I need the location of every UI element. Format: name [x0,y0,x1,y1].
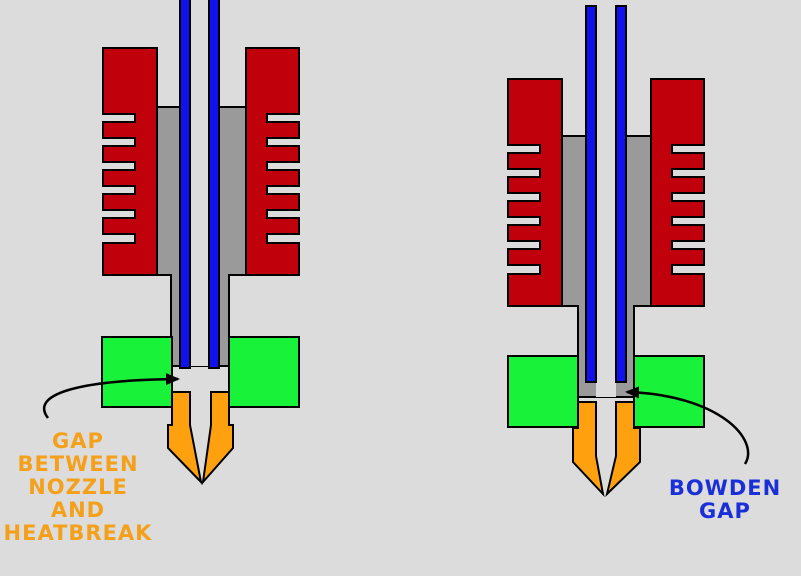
right-nozzle-left [572,401,605,498]
left-heater-block-left [101,336,173,408]
right-ptfe-wall-right [615,5,627,383]
left-heater-block-right [228,336,300,408]
left-heatsink-left [102,47,158,276]
right-heatsink-right [650,78,705,307]
left-heatsink-right [245,47,300,276]
left-bore [190,0,209,366]
right-label-line: GAP [699,499,751,523]
right-bore [596,0,616,397]
left-gap-arrow [42,373,180,419]
left-label-line: NOZZLE [28,475,128,499]
right-hotend [507,0,750,498]
left-hotend [42,0,300,486]
left-nozzle-right [201,391,234,486]
left-ptfe-wall-left [179,0,191,369]
left-gap-label: GAP BETWEEN NOZZLE AND HEATBREAK [0,430,156,545]
left-label-line: BETWEEN [17,452,139,476]
right-nozzle-right [605,401,641,498]
left-label-line: AND [50,498,106,522]
right-heater-block-left [507,355,579,428]
left-label-line: GAP [52,429,104,453]
left-ptfe-wall-right [208,0,220,369]
right-ptfe-wall-left [585,5,597,383]
right-gap-arrow [625,386,750,465]
right-heatsink-left [507,78,563,307]
right-heater-block-right [633,355,705,428]
left-label-line: HEATBREAK [3,521,153,545]
right-label-line: BOWDEN [668,476,782,500]
right-gap-label: BOWDEN GAP [655,477,795,523]
left-nozzle-left [167,391,203,486]
